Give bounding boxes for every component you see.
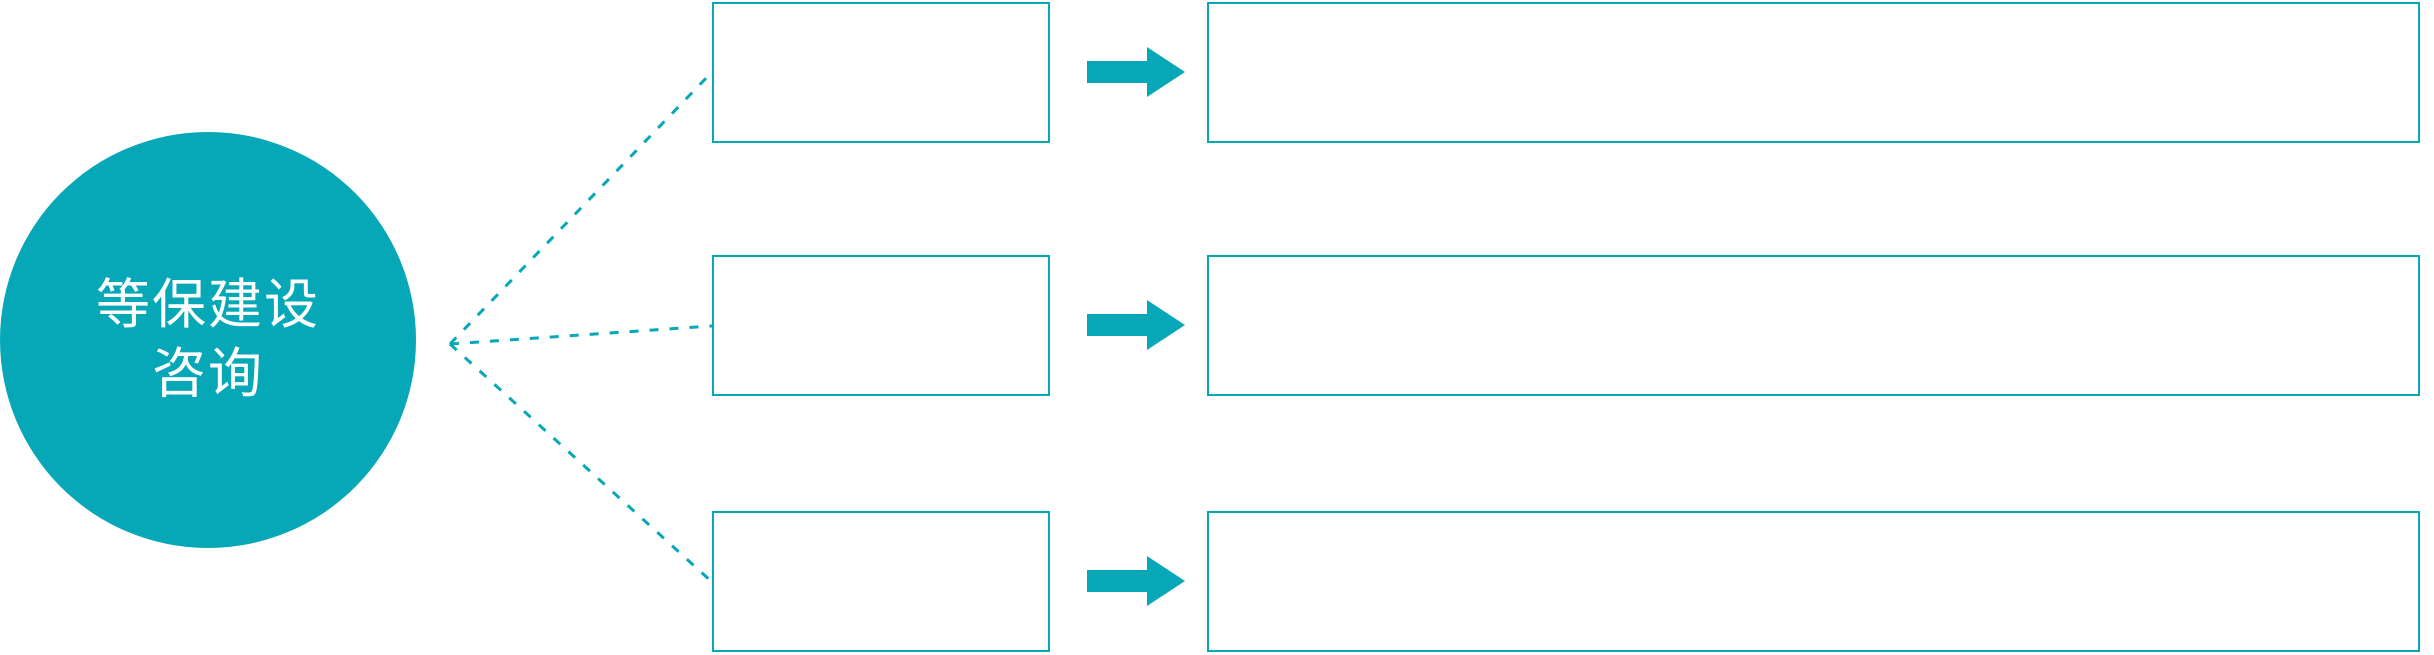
arrow-right-icon xyxy=(1087,45,1187,99)
hub-label: 等保建设 咨询 xyxy=(96,274,320,404)
detail-box[interactable] xyxy=(1207,511,2420,652)
detail-box[interactable] xyxy=(1207,255,2420,396)
diagram-row xyxy=(0,509,2434,654)
arrow-right-icon xyxy=(1087,554,1187,608)
diagram-row xyxy=(0,0,2434,145)
detail-box[interactable] xyxy=(1207,2,2420,143)
category-box[interactable] xyxy=(712,511,1050,652)
hub-circle[interactable]: 等保建设 咨询 xyxy=(0,132,416,548)
category-box[interactable] xyxy=(712,255,1050,396)
category-box[interactable] xyxy=(712,2,1050,143)
diagram-row xyxy=(0,253,2434,398)
arrow-right-icon xyxy=(1087,298,1187,352)
